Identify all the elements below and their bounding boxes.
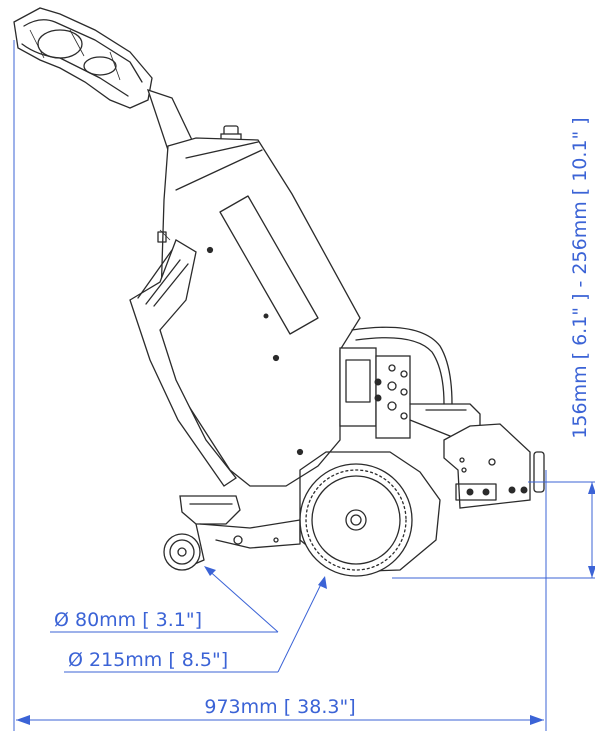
tugger-machine [13,7,545,577]
drive-wheel [299,451,441,577]
handle-grip [13,7,153,109]
drive-wheel-diameter-label: Ø 215mm [ 8.5"] [68,649,228,671]
overall-length-dimension: 973mm [ 38.3"] [16,696,544,725]
hitch-assembly [339,326,545,509]
caster-frame [179,495,301,549]
drive-wheel-diameter-dimension: Ø 215mm [ 8.5"] [64,576,327,673]
battery-cover [129,229,237,487]
key-switch [220,125,242,143]
main-body [159,137,361,487]
overall-length-label: 973mm [ 38.3"] [204,696,355,718]
caster-diameter-label: Ø 80mm [ 3.1"] [54,609,202,631]
display-window [219,195,319,335]
hitch-height-label: 156mm [ 6.1" ] - 256mm [ 10.1" ] [569,117,591,438]
dimension-annotations: 973mm [ 38.3"] Ø 80mm [ 3.1"] Ø 215mm [ … [13,40,595,731]
hitch-height-dimension: 156mm [ 6.1" ] - 256mm [ 10.1" ] [569,117,595,578]
caster-diameter-dimension: Ø 80mm [ 3.1"] [50,566,279,633]
caster-wheel [163,523,205,571]
